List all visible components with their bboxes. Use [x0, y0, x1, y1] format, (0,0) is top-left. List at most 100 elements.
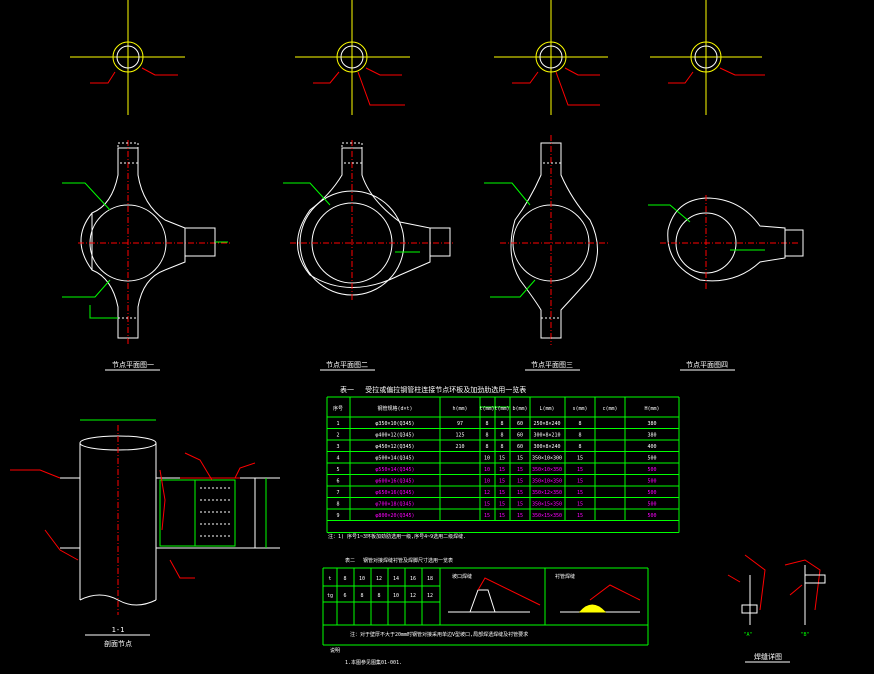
- plan-view-4-caption: 节点平面图四: [686, 361, 728, 369]
- table1-cells: 序号钢管规格(d×t)h(mm)t(mm)t(mm)b(mm)L(mm)s(mm…: [333, 405, 660, 519]
- table1-cell: 350×12×350: [532, 490, 562, 496]
- table2-row2-label: tg: [327, 593, 333, 599]
- table2-detail-b: 衬管焊缝: [555, 573, 575, 580]
- table1-cell: φ550×14(Q345): [375, 467, 414, 473]
- table1-cell: 5: [336, 467, 339, 473]
- table1-cell: 500: [647, 513, 656, 519]
- table2-row1-cell: 16: [410, 576, 416, 582]
- table1-cell: 350×15×350: [532, 513, 562, 519]
- table2-row2-cell: 8: [360, 593, 363, 599]
- table1-cell: 15: [499, 479, 505, 485]
- table2-detail-a: 坡口焊缝: [452, 573, 472, 580]
- table1-cell: 350×10×350: [532, 479, 562, 485]
- table2-details: [448, 577, 641, 613]
- table1-cell: 350×10×350: [532, 467, 562, 473]
- table1-cell: 380: [647, 421, 656, 427]
- table1-cell: 7: [336, 490, 339, 496]
- table1-cell: 300×8×240: [533, 444, 560, 450]
- table1-cell: 8: [578, 421, 581, 427]
- table2-row2-cell: 6: [343, 593, 346, 599]
- table1-cell: 15: [517, 513, 523, 519]
- table1-cell: 10: [484, 456, 490, 462]
- table2-row1-cell: 18: [427, 576, 433, 582]
- table1-cell: φ800×20(Q345): [375, 513, 414, 519]
- table2-row1-cell: 12: [376, 576, 382, 582]
- table2-title: 表二 钢管对接焊缝衬管及焊脚尺寸选用一览表: [345, 557, 453, 564]
- table1-cell: 500: [647, 456, 656, 462]
- table1-cell: 15: [484, 502, 490, 508]
- table2-note: 注：对于壁厚不大于20mm时钢管对接采用单边V型坡口,局部焊透焊缝及衬管要求: [350, 631, 528, 638]
- weld-detail-label-b: "B": [800, 632, 809, 638]
- table1-cell: 500: [647, 467, 656, 473]
- table1-header-cell: t(mm): [479, 406, 494, 412]
- table1-header-cell: s(mm): [572, 406, 587, 412]
- table2-row2-cell: 12: [410, 593, 416, 599]
- table1-cell: 500: [647, 490, 656, 496]
- table1-cell: 10: [484, 467, 490, 473]
- plan-view-1-caption: 节点平面图一: [112, 361, 154, 369]
- table1-cell: 8: [500, 421, 503, 427]
- table1-cell: 8: [500, 433, 503, 439]
- weld-detail-label-a: "A": [743, 632, 752, 638]
- table1-cell: 15: [577, 502, 583, 508]
- notes-heading: 说明: [330, 647, 340, 654]
- table1-cell: φ700×18(Q345): [375, 502, 414, 508]
- table1-cell: 15: [499, 502, 505, 508]
- table1-cell: 15: [499, 456, 505, 462]
- table1-cell: 8: [485, 421, 488, 427]
- table1-cell: 15: [517, 490, 523, 496]
- table1-header-cell: b(mm): [512, 406, 527, 412]
- table2-row2-cell: 8: [377, 593, 380, 599]
- table1-cell: 15: [484, 513, 490, 519]
- table1-header-cell: c(mm): [602, 406, 617, 412]
- tube-symbol-3: [494, 0, 608, 115]
- plan-view-1: [62, 140, 230, 371]
- table1-cell: 350×15×350: [532, 502, 562, 508]
- table1-cell: 3: [336, 444, 339, 450]
- section-caption: 剖面节点: [104, 639, 132, 648]
- table1-cell: 1: [336, 421, 339, 427]
- table1-cell: 9: [336, 513, 339, 519]
- plan-view-2-caption: 节点平面图二: [326, 361, 368, 369]
- plan-view-2: [283, 140, 455, 371]
- table1-cell: 15: [517, 502, 523, 508]
- weld-details-caption: 焊缝详图: [754, 652, 782, 661]
- table1-cell: 8: [578, 433, 581, 439]
- table1-cell: 60: [517, 421, 523, 427]
- table2-row2-cell: 12: [427, 593, 433, 599]
- tube-symbols-row: [70, 0, 765, 115]
- plan-view-3-caption: 节点平面图三: [531, 361, 573, 369]
- table1-cell: 15: [577, 456, 583, 462]
- table1-cell: 15: [499, 513, 505, 519]
- table1-cell: φ400×12(Q345): [375, 433, 414, 439]
- table1-cell: 8: [578, 444, 581, 450]
- tube-symbol-4: [650, 0, 765, 115]
- table1-cell: 500: [647, 479, 656, 485]
- table1-cell: φ450×12(Q345): [375, 444, 414, 450]
- tube-symbol-2: [295, 0, 410, 115]
- table1-cell: φ600×16(Q345): [375, 479, 414, 485]
- plan-view-3: [484, 135, 610, 371]
- table2-row2-cell: 10: [393, 593, 399, 599]
- table2-row1-cell: 10: [359, 576, 365, 582]
- table1-cell: 500: [647, 502, 656, 508]
- table1-cell: 210: [455, 444, 464, 450]
- table1-cell: 8: [485, 444, 488, 450]
- section-title: 1-1: [112, 626, 125, 634]
- weld-details: [727, 554, 826, 663]
- table1-cell: 60: [517, 433, 523, 439]
- table1-grid: [326, 396, 680, 533]
- table1-cell: 15: [577, 467, 583, 473]
- table1-cell: 15: [517, 467, 523, 473]
- table1-cell: 15: [517, 456, 523, 462]
- notes-line1: 1.本图参见图集01-001.: [345, 659, 402, 666]
- table2-row1-label: t: [328, 576, 331, 582]
- table1-cell: 15: [577, 479, 583, 485]
- table1-cell: 4: [336, 456, 339, 462]
- table1-cell: 6: [336, 479, 339, 485]
- table1-title: 表一 受拉或偏拉钢管柱连接节点环板及加劲肋选用一览表: [340, 385, 526, 394]
- table1-header-cell: 钢管规格(d×t): [377, 405, 412, 412]
- table1-cell: φ650×16(Q345): [375, 490, 414, 496]
- table1-header-cell: L(mm): [539, 406, 554, 412]
- table1-cell: 250×8×240: [533, 421, 560, 427]
